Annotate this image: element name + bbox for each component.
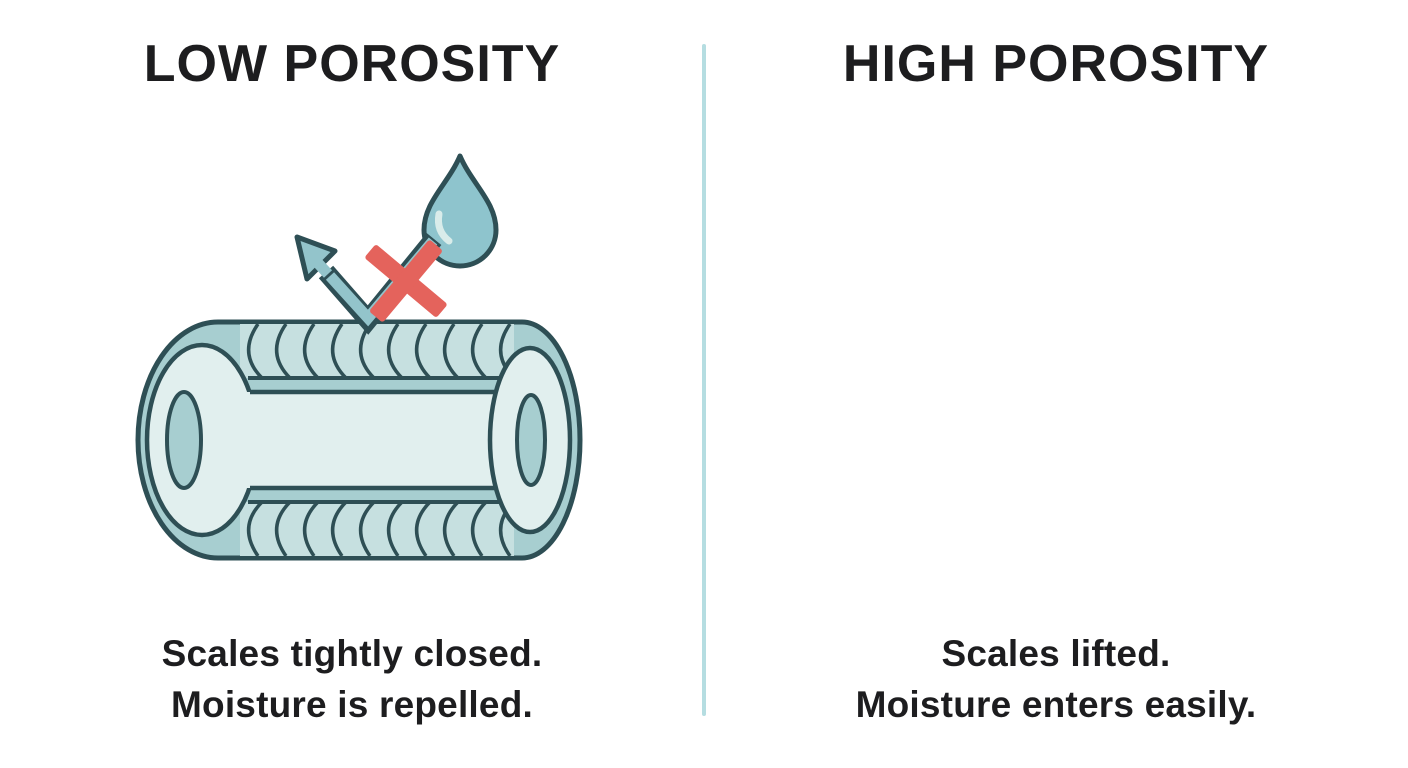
high-porosity-panel: HIGH POROSITY [704, 0, 1408, 768]
closed-scales-top [240, 322, 516, 380]
high-porosity-title: HIGH POROSITY [842, 35, 1270, 93]
closed-hair-shaft-illustration [135, 319, 583, 561]
caption-line: Scales tightly closed. [161, 633, 543, 674]
closed-scales-bottom [240, 500, 516, 558]
high-porosity-caption: Scales lifted. Moisture enters easily. [704, 628, 1408, 730]
caption-line: Moisture enters easily. [855, 684, 1257, 725]
water-droplet-icon [421, 153, 499, 269]
low-porosity-title: LOW POROSITY [143, 35, 561, 93]
low-porosity-caption: Scales tightly closed. Moisture is repel… [0, 628, 704, 730]
panel-divider [702, 44, 706, 716]
caption-line: Moisture is repelled. [171, 684, 533, 725]
caption-line: Scales lifted. [941, 633, 1171, 674]
x-mark-icon [365, 240, 447, 322]
low-porosity-illustration [135, 153, 583, 561]
low-porosity-panel: LOW POROSITY [0, 35, 704, 730]
